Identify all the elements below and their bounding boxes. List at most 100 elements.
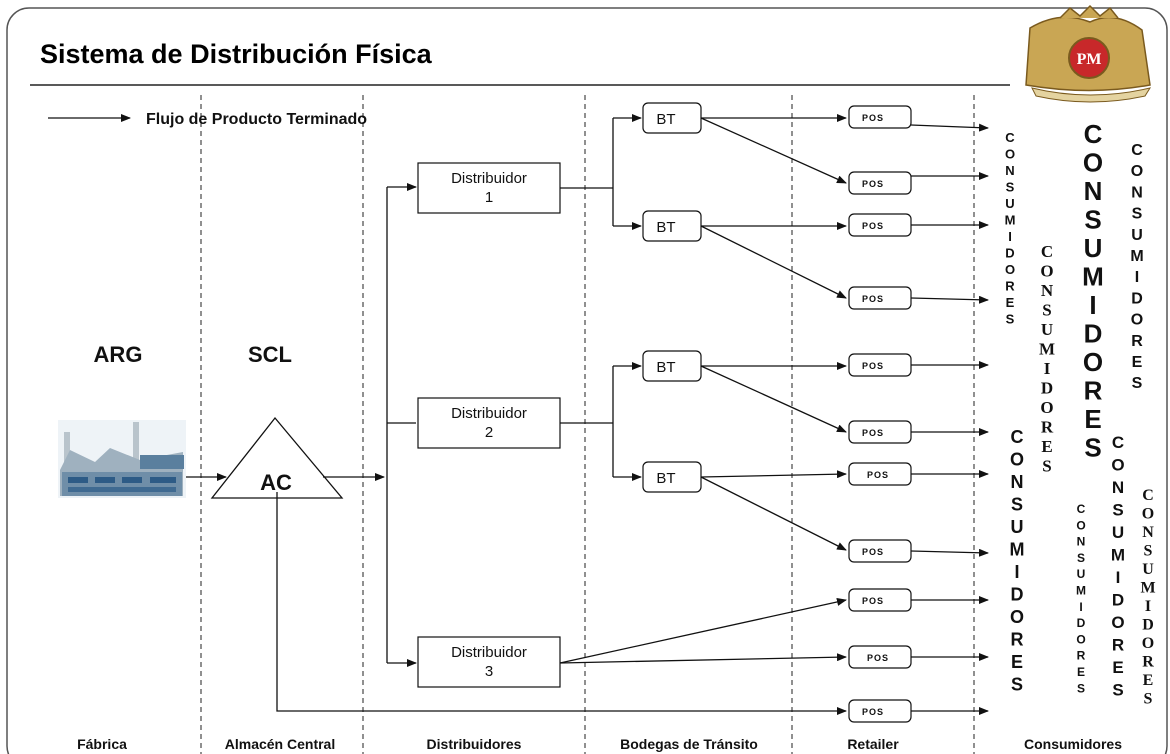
svg-text:R: R [1142,654,1154,671]
svg-text:C: C [1142,487,1154,504]
svg-text:U: U [1011,517,1024,537]
svg-text:1: 1 [485,189,493,206]
svg-text:S: S [1077,551,1085,565]
svg-text:S: S [1144,691,1153,708]
svg-text:O: O [1142,506,1154,523]
svg-text:M: M [1005,213,1016,228]
pos-consumer-arrows [910,123,989,715]
svg-text:3: 3 [485,663,493,680]
svg-text:O: O [1142,635,1154,652]
svg-text:I: I [1014,562,1019,582]
svg-text:Distribuidor: Distribuidor [451,170,527,187]
distribuidor-3: Distribuidor 3 [417,636,561,688]
svg-text:S: S [1006,180,1015,195]
svg-text:C: C [1005,130,1015,145]
distribuidor-2: Distribuidor 2 [417,397,561,449]
svg-text:N: N [1005,163,1014,178]
svg-text:U: U [1005,196,1014,211]
pos-box-4: POS [848,286,912,310]
factory-icon [58,420,186,498]
svg-text:O: O [1005,147,1015,162]
svg-text:U: U [1142,561,1154,578]
bt-pos-arrows [559,114,847,664]
pos-box-2: POS [848,171,912,195]
svg-text:N: N [1011,472,1024,492]
svg-text:O: O [1111,613,1124,632]
svg-text:R: R [1131,333,1143,350]
svg-text:BT: BT [656,111,675,128]
svg-text:O: O [1005,262,1015,277]
column-label-distribuidores: Distribuidores [427,736,522,752]
svg-text:C: C [1112,433,1124,452]
svg-text:I: I [1145,598,1151,615]
svg-text:D: D [1005,246,1014,261]
warehouse-label-scl: SCL [248,342,292,367]
svg-text:O: O [1076,518,1085,532]
pos-box-9: POS [848,588,912,612]
pos-box-1: POS [848,105,912,129]
central-warehouse-label: AC [260,470,292,495]
svg-text:S: S [1144,543,1153,560]
column-label-retailer: Retailer [847,736,899,752]
svg-text:I: I [1008,229,1012,244]
svg-text:M: M [1111,546,1125,565]
svg-text:R: R [1041,418,1054,437]
svg-text:POS: POS [862,596,884,606]
svg-text:S: S [1084,433,1101,463]
svg-text:M: M [1076,584,1086,598]
svg-text:POS: POS [867,653,889,663]
svg-text:N: N [1131,184,1143,201]
distribuidor-1: Distribuidor 1 [417,162,561,214]
svg-text:N: N [1041,281,1054,300]
svg-text:D: D [1131,290,1143,307]
distributor-bt-connectors [560,114,642,481]
legend: Flujo de Producto Terminado [48,111,367,128]
svg-text:S: S [1077,681,1085,695]
svg-text:BT: BT [656,470,675,487]
svg-text:E: E [1041,437,1052,456]
svg-text:U: U [1131,227,1143,244]
svg-text:O: O [1131,312,1143,329]
svg-text:M: M [1130,248,1143,265]
svg-text:E: E [1011,652,1023,672]
svg-text:R: R [1077,649,1086,663]
svg-text:E: E [1077,665,1085,679]
column-label-almacen-central: Almacén Central [225,736,335,752]
svg-text:Distribuidor: Distribuidor [451,644,527,661]
pos-box-5: POS [848,353,912,377]
slide-frame [6,7,1168,754]
svg-text:D: D [1112,591,1124,610]
svg-text:I: I [1089,290,1096,320]
column-labels: Fábrica Almacén Central Distribuidores B… [77,736,1122,752]
bt-box-3: BT [642,350,702,382]
svg-text:POS: POS [862,179,884,189]
origin-label-arg: ARG [94,342,143,367]
svg-text:POS: POS [862,221,884,231]
svg-text:D: D [1142,617,1154,634]
svg-text:C: C [1131,142,1143,159]
svg-text:R: R [1084,376,1103,406]
svg-text:POS: POS [862,707,884,717]
svg-text:D: D [1077,616,1086,630]
svg-text:BT: BT [656,359,675,376]
svg-text:O: O [1040,398,1053,417]
arrow-ac-to-pos-direct [276,492,847,715]
bt-box-1: BT [642,102,702,134]
svg-text:S: S [1006,312,1015,327]
svg-text:M: M [1039,340,1055,359]
svg-text:U: U [1084,233,1103,263]
pos-box-3: POS [848,213,912,237]
svg-text:M: M [1010,540,1025,560]
svg-text:2: 2 [485,424,493,441]
svg-text:C: C [1077,502,1086,516]
pos-box-11: POS [848,699,912,723]
svg-text:S: S [1112,681,1123,700]
svg-text:M: M [1082,262,1104,292]
